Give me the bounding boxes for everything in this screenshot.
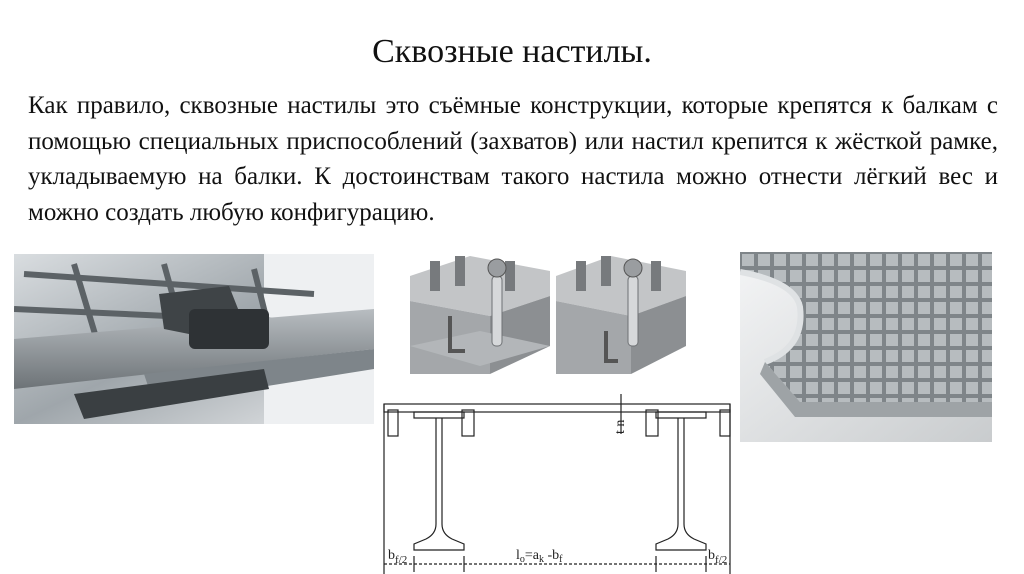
clamp-cad-render-2 [556, 246, 686, 374]
right-sub: f/2 [715, 554, 727, 566]
right-bf2-label: bf/2 [708, 548, 727, 566]
span-b-sub: f [559, 554, 563, 565]
beam-section-drawing: t n bf/2 lo=ak -bf bf/2 [374, 374, 740, 574]
span-l: l [516, 548, 520, 563]
clear-span-label: lo=ak -bf [516, 548, 563, 565]
thickness-label: t n [613, 420, 628, 434]
slide-title: Сквозные настилы. [372, 33, 652, 70]
left-sub: f/2 [395, 554, 407, 566]
span-l-sub: o [520, 554, 525, 565]
grating-panel-photo [740, 252, 992, 442]
span-minus: -b [544, 548, 559, 563]
span-a-sub: k [539, 554, 544, 565]
grating-clamp-photo [14, 254, 374, 424]
right-b: b [708, 548, 715, 563]
left-bf2-label: bf/2 [388, 548, 407, 566]
span-eq: =a [525, 548, 540, 563]
slide-paragraph: Как правило, сквозные настилы это съёмны… [28, 92, 998, 226]
left-b: b [388, 548, 395, 563]
clamp-cad-render-1 [410, 246, 550, 374]
